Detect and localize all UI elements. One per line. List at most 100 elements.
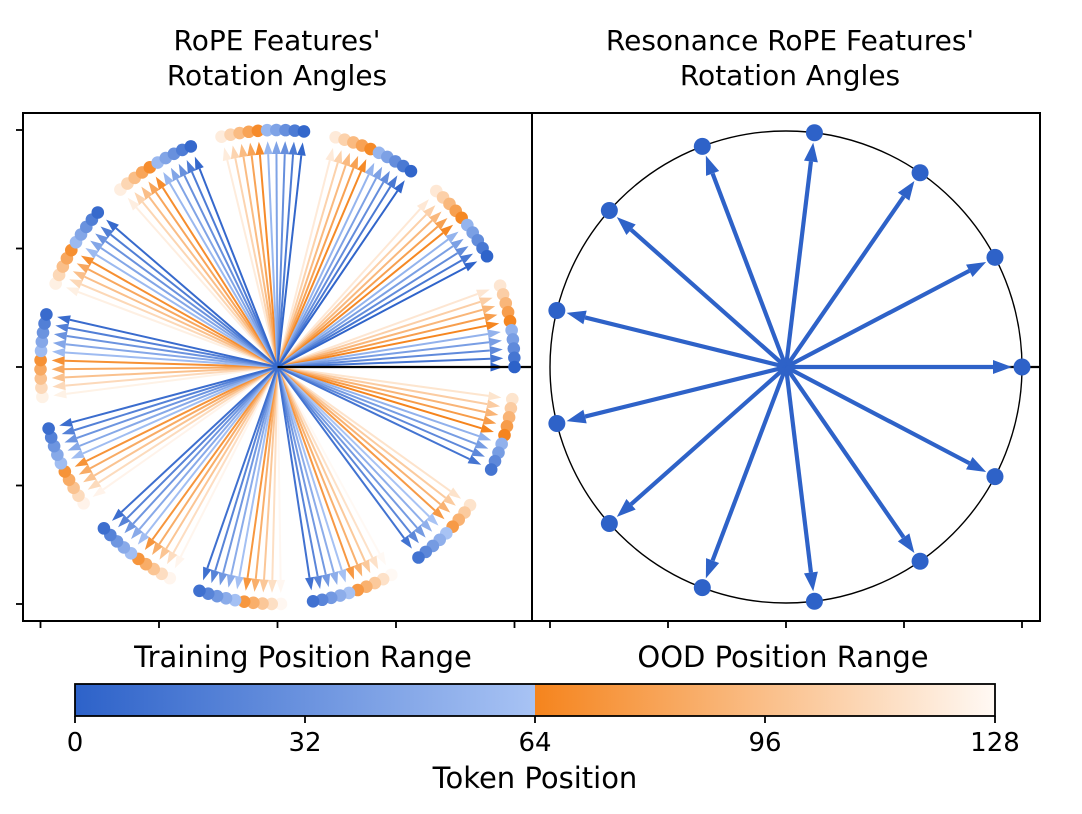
rotation-arrowhead: [481, 305, 496, 315]
rotation-arrowhead: [85, 248, 99, 259]
rotation-arrowhead: [440, 224, 454, 237]
rotation-arrowhead: [803, 571, 818, 592]
rotation-arrowhead: [447, 487, 462, 499]
rotation-arrowhead: [259, 579, 269, 593]
rotation-arrow: [276, 366, 359, 565]
rotation-arrowhead: [163, 172, 174, 186]
rotation-arrowhead: [64, 433, 79, 443]
rotation-arrowhead: [144, 536, 157, 550]
rotation-arrow: [165, 366, 279, 550]
rotation-arrow: [276, 162, 339, 368]
distinct-angle-dot: [986, 468, 1004, 486]
token-position-dot: [184, 140, 198, 153]
rotation-arrow: [172, 366, 279, 554]
rotation-arrowhead: [61, 425, 76, 435]
right-panel-title-line2: Rotation Angles: [680, 59, 900, 92]
rotation-arrow: [277, 366, 480, 438]
rotation-arrow: [206, 366, 279, 569]
rotation-arrowhead: [296, 142, 306, 156]
distinct-angle-dot: [805, 592, 823, 610]
token-position-dot: [40, 308, 53, 321]
rotation-arrow: [584, 315, 787, 370]
rotation-arrowhead: [51, 364, 65, 374]
rotation-arrowhead: [226, 573, 236, 588]
rotation-arrow: [276, 181, 385, 368]
rotation-arrow: [276, 366, 374, 559]
rotation-arrow: [110, 233, 279, 368]
rotation-arrow: [66, 366, 278, 395]
token-position-dot: [297, 125, 311, 138]
rotation-arrowhead: [345, 565, 354, 580]
rotation-arrow: [276, 213, 427, 368]
right-panel-title-line1: Resonance RoPE Features': [606, 24, 974, 57]
rotation-arrow: [277, 366, 482, 430]
token-position-dot: [270, 123, 283, 137]
rotation-arrow: [258, 154, 279, 368]
rotation-arrowhead: [203, 566, 212, 581]
token-position-dot: [35, 335, 49, 348]
distinct-angle-dot: [911, 164, 929, 182]
rotation-arrow: [277, 300, 481, 368]
rotation-arrow: [784, 365, 906, 539]
rotation-arrow: [82, 366, 278, 455]
rope-rotation-plot: [34, 123, 532, 611]
rotation-arrow: [222, 366, 279, 574]
rotation-arrow: [276, 366, 351, 568]
rotation-arrowhead: [566, 310, 587, 325]
rotation-arrow: [276, 259, 463, 368]
rotation-arrow: [91, 261, 278, 368]
rotation-arrow: [85, 366, 278, 462]
rotation-arrow: [69, 318, 278, 368]
token-position-dot: [34, 363, 47, 376]
rotation-arrow: [263, 366, 279, 580]
rotation-arrow: [629, 365, 788, 506]
rotation-arrowhead: [566, 409, 587, 424]
rotation-arrowhead: [124, 520, 137, 534]
rotation-arrow: [271, 366, 279, 580]
rotation-arrowhead: [57, 315, 71, 325]
rotation-arrowhead: [80, 255, 95, 266]
rotation-arrowhead: [364, 162, 375, 177]
rotation-arrowhead: [487, 329, 501, 339]
rotation-arrow: [64, 366, 278, 379]
rotation-arrow: [276, 208, 421, 368]
rotation-arrowhead: [966, 456, 987, 473]
rotation-arrow: [276, 225, 439, 368]
rotation-arrow: [276, 252, 459, 368]
rotation-arrow: [276, 366, 436, 512]
rotation-arrow: [276, 219, 433, 368]
distinct-angle-dot: [986, 248, 1004, 266]
rotation-arrow: [785, 268, 971, 369]
rotation-arrowhead: [478, 297, 493, 307]
rotation-arrowhead: [247, 142, 257, 157]
rotation-arrow: [277, 357, 491, 368]
ood-range-label: OOD Position Range: [637, 640, 928, 674]
rotation-arrow: [276, 366, 335, 573]
rotation-arrowhead: [416, 199, 429, 212]
token-position-dot: [484, 463, 498, 476]
rotation-arrowhead: [174, 554, 185, 569]
rotation-arrowhead: [159, 546, 171, 560]
rotation-arrow: [168, 182, 279, 368]
rotation-arrow: [276, 177, 378, 368]
rotation-arrow: [226, 159, 279, 368]
rotation-arrowhead: [482, 415, 497, 425]
rotation-arrow: [277, 349, 490, 368]
rotation-arrowhead: [407, 530, 419, 544]
rotation-arrowhead: [467, 455, 482, 465]
rotation-arrowhead: [386, 175, 398, 189]
rotation-arrowhead: [321, 573, 331, 588]
rotation-arrowhead: [463, 261, 478, 272]
rotation-arrow: [79, 366, 278, 447]
token-position-dot: [260, 123, 274, 137]
colorbar-tick-label-32: 32: [288, 728, 321, 758]
rotation-arrow: [277, 332, 489, 368]
resonance-rope-rotation-plot: [548, 124, 1040, 610]
rotation-arrowhead: [59, 417, 73, 427]
training-range-label: Training Position Range: [133, 640, 472, 674]
rotation-arrowhead: [616, 217, 636, 235]
rotation-arrow: [277, 308, 483, 368]
rotation-arrowhead: [210, 569, 220, 584]
token-position-dot: [35, 381, 48, 395]
